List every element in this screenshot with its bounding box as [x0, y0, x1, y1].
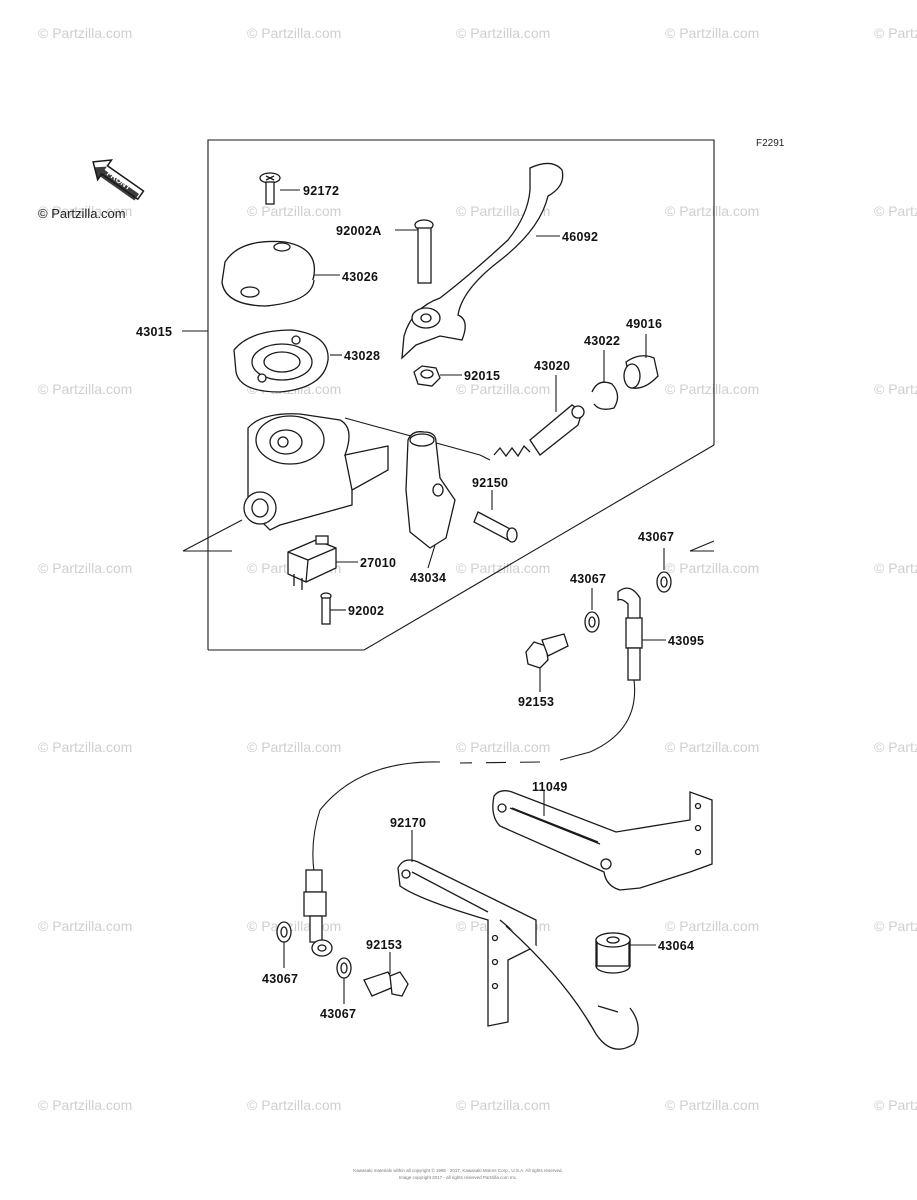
watermark-text: © Partzilla.com — [456, 1097, 550, 1113]
part-label-92153-lower[interactable]: 92153 — [366, 938, 402, 952]
footer-line-2: Image copyright 2017 - all rights reserv… — [399, 1175, 517, 1180]
watermark-text: © Partzilla.com — [247, 1097, 341, 1113]
master-cylinder-body — [243, 413, 389, 531]
watermark-text: © Partzilla.com — [665, 560, 759, 576]
piston-43020 — [493, 404, 585, 458]
dust-boot-49016 — [623, 355, 659, 389]
clamp-bolt-92150 — [473, 511, 518, 543]
part-label-43067-lower-left[interactable]: 43067 — [262, 972, 298, 986]
watermark-text: © Partzilla.com — [665, 739, 759, 755]
bracket-92170 — [397, 859, 639, 1050]
part-label-92170[interactable]: 92170 — [390, 816, 426, 830]
watermark-text: © Partzilla.com — [874, 203, 917, 219]
watermark-text: © Partzilla.com — [456, 381, 550, 397]
washer-43067-upper-left — [584, 611, 600, 633]
figure-code: F2291 — [756, 138, 785, 149]
watermark-text: © Partzilla.com — [665, 381, 759, 397]
watermark-text: © Partzilla.com — [247, 739, 341, 755]
watermark-text: © Partzilla.com — [456, 739, 550, 755]
banjo-bolt-92153-upper — [525, 633, 569, 669]
watermark-text: © Partzilla.com — [874, 381, 917, 397]
screw-92172 — [259, 172, 281, 205]
part-label-92002A[interactable]: 92002A — [336, 224, 382, 238]
nut-92015 — [413, 365, 441, 387]
watermark-text: © Partzilla.com — [38, 203, 132, 219]
watermark-text: © Partzilla.com — [38, 739, 132, 755]
watermark-text: © Partzilla.com — [247, 918, 341, 934]
part-label-43067-lower-mid[interactable]: 43067 — [320, 1007, 356, 1021]
part-label-49016[interactable]: 49016 — [626, 317, 662, 331]
watermark-grid: © Partzilla.com © Partzilla.com © Partzill… — [38, 25, 917, 1113]
part-label-43064[interactable]: 43064 — [658, 939, 694, 953]
washer-43067-upper-right — [656, 571, 672, 593]
watermark-text: © Partzilla.com — [874, 25, 917, 41]
assembly-frame — [182, 139, 715, 651]
part-label-43015[interactable]: 43015 — [136, 325, 172, 339]
part-label-43067-upper-right[interactable]: 43067 — [638, 530, 674, 544]
part-label-92150[interactable]: 92150 — [472, 476, 508, 490]
part-label-27010[interactable]: 27010 — [360, 556, 396, 570]
brake-lever-46092 — [401, 162, 564, 360]
footer-line-1: Kawasaki materials within all copyright … — [353, 1167, 562, 1173]
bushing-43064 — [595, 932, 631, 974]
watermark-text: © Partzilla.com — [247, 203, 341, 219]
washer-43067-lower-left — [276, 921, 292, 943]
watermark-text: © Partzilla.com — [874, 918, 917, 934]
watermark-text: © Partzilla.com — [874, 739, 917, 755]
part-label-11049[interactable]: 11049 — [532, 780, 568, 794]
part-label-92153-upper[interactable]: 92153 — [518, 695, 554, 709]
watermark-text: © Partzilla.com — [38, 560, 132, 576]
banjo-bolt-92153-lower — [363, 971, 409, 997]
part-label-43067-upper-left[interactable]: 43067 — [570, 572, 606, 586]
brake-switch-27010 — [287, 535, 337, 590]
brake-hose-43095 — [617, 587, 643, 681]
front-arrow-icon: FRONT — [92, 159, 145, 201]
part-label-46092[interactable]: 46092 — [562, 230, 598, 244]
part-label-92015[interactable]: 92015 — [464, 369, 500, 383]
watermark-text: © Partzilla.com — [38, 918, 132, 934]
watermark-text: © Partzilla.com — [38, 381, 132, 397]
circlip-43022 — [591, 381, 619, 410]
part-label-92172[interactable]: 92172 — [303, 184, 339, 198]
part-label-43034[interactable]: 43034 — [410, 571, 446, 585]
watermark-text: © Partzilla.com — [247, 25, 341, 41]
watermark-text: © Partzilla.com — [665, 203, 759, 219]
copyright-mark: © Partzilla.com — [38, 206, 126, 221]
part-label-43028[interactable]: 43028 — [344, 349, 380, 363]
screw-92002 — [320, 592, 332, 625]
part-label-92002[interactable]: 92002 — [348, 604, 384, 618]
watermark-text: © Partzilla.com — [665, 918, 759, 934]
part-label-43022[interactable]: 43022 — [584, 334, 620, 348]
part-label-43026[interactable]: 43026 — [342, 270, 378, 284]
watermark-text: © Partzilla.com — [456, 25, 550, 41]
watermark-text: © Partzilla.com — [874, 560, 917, 576]
watermark-text: © Partzilla.com — [38, 25, 132, 41]
part-label-43095[interactable]: 43095 — [668, 634, 704, 648]
lower-hose-banjo — [303, 869, 333, 957]
washer-43067-lower-mid — [336, 957, 352, 979]
bracket-11049 — [492, 790, 713, 891]
watermark-text: © Partzilla.com — [665, 1097, 759, 1113]
watermark-text: © Partzilla.com — [874, 1097, 917, 1113]
diaphragm-43028 — [233, 329, 329, 393]
part-label-43020[interactable]: 43020 — [534, 359, 570, 373]
watermark-text: © Partzilla.com — [665, 25, 759, 41]
pivot-bolt-92002A — [414, 219, 434, 284]
clamp-43034 — [405, 431, 456, 549]
watermark-text: © Partzilla.com — [38, 1097, 132, 1113]
reservoir-cap-43026 — [221, 240, 316, 307]
